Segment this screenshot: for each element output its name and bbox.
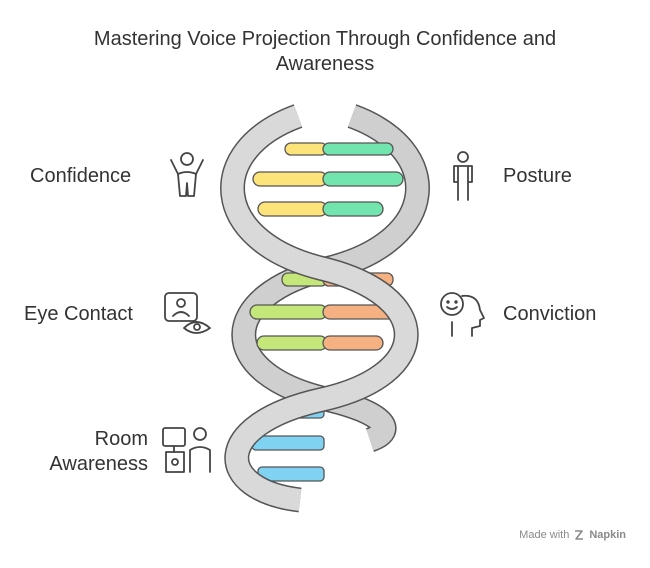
rung-lime-2 [249,304,328,320]
label-conviction: Conviction [503,303,597,325]
footer-brand: Napkin [589,529,626,541]
rung-yellow-1 [284,142,328,156]
presenter-at-board-icon [162,427,211,473]
rung-yellow-3 [257,201,328,217]
footer-made-with: Made with [519,529,570,541]
diagram-title: Mastering Voice Projection Through Confi… [0,27,650,77]
label-posture: Posture [503,165,572,187]
label-room-line-2: Awareness [49,453,148,475]
label-eye-contact: Eye Contact [24,303,133,325]
rung-orange-3 [322,335,384,351]
napkin-watermark: Made with Napkin [519,529,626,541]
title-line-2: Awareness [275,53,375,75]
rung-green-3 [322,201,384,217]
rung-group-confidence-posture [252,142,404,217]
smiling-head-icon [440,292,485,337]
rung-lime-3 [256,335,328,351]
label-room-awareness: Room Awareness [36,427,148,477]
label-room-line-1: Room [94,428,148,450]
rung-blue-2 [251,435,325,451]
title-line-1: Mastering Voice Projection Through Confi… [93,28,557,50]
person-arms-raised-icon [170,152,204,197]
rung-yellow-2 [252,171,328,187]
napkin-logo-icon [575,530,584,540]
rung-green-1 [322,142,394,156]
standing-person-icon [453,151,473,201]
eye-contact-icon [164,292,211,334]
rung-green-2 [322,171,404,187]
label-confidence: Confidence [30,165,132,187]
